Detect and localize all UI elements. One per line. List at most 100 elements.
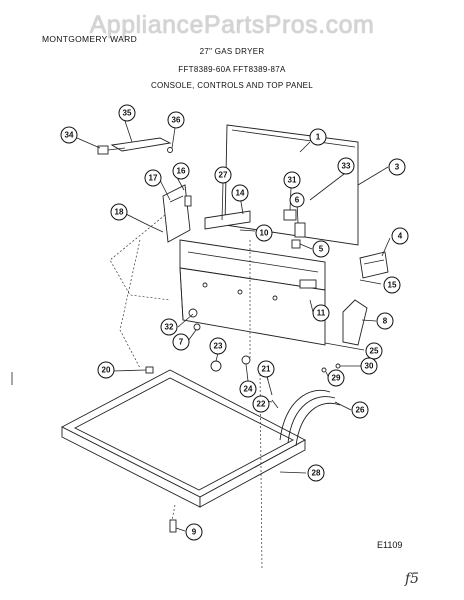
callout-16: 16	[172, 162, 190, 180]
part-23	[210, 360, 222, 372]
figure-code: E1109	[377, 540, 403, 550]
svg-text:33: 33	[342, 162, 351, 171]
clip-part-16	[184, 195, 192, 207]
svg-text:10: 10	[260, 229, 269, 238]
part-22	[271, 399, 279, 409]
callout-11: 11	[312, 304, 330, 322]
timer-part-4	[359, 251, 389, 279]
leader-33	[309, 173, 345, 201]
handwritten-note: f5	[405, 571, 420, 587]
callout-17: 17	[144, 169, 162, 187]
svg-text:28: 28	[312, 469, 321, 478]
top-panel-part-28	[61, 369, 306, 498]
callout-32: 32	[160, 318, 178, 336]
screw-part-36	[167, 147, 173, 153]
header-model: 27" GAS DRYER	[199, 47, 265, 56]
part-24	[241, 355, 251, 365]
leader-9	[175, 527, 186, 532]
control-bracket-part-27	[204, 210, 251, 230]
svg-text:36: 36	[172, 116, 181, 125]
svg-text:24: 24	[244, 385, 253, 394]
callout-21: 21	[257, 360, 275, 378]
callout-4: 4	[391, 227, 409, 245]
knob-part-34	[97, 145, 109, 155]
wire-18	[149, 225, 164, 233]
svg-text:17: 17	[149, 174, 158, 183]
console-hole-3	[272, 295, 278, 301]
svg-text:15: 15	[388, 281, 397, 290]
top-panel-side-lip	[199, 439, 306, 508]
svg-text:4: 4	[398, 232, 403, 241]
callout-27: 27	[214, 166, 232, 184]
leader-34	[76, 137, 101, 149]
bracket-part-35	[110, 137, 172, 152]
callout-15: 15	[383, 276, 401, 294]
end-cap-part-8	[342, 299, 368, 346]
callout-7: 7	[172, 333, 190, 351]
timer-detail	[363, 259, 385, 265]
callout-34: 34	[60, 126, 78, 144]
callout-14: 14	[231, 184, 249, 202]
callout-28: 28	[307, 464, 325, 482]
callout-23: 23	[209, 337, 227, 355]
svg-text:18: 18	[115, 208, 124, 217]
callout-33: 33	[337, 157, 355, 175]
callout-18: 18	[110, 203, 128, 221]
header-section-title: CONSOLE, CONTROLS AND TOP PANEL	[150, 81, 314, 90]
svg-text:35: 35	[123, 109, 132, 118]
callout-35: 35	[118, 104, 136, 122]
svg-text:20: 20	[102, 366, 111, 375]
callout-5: 5	[312, 240, 330, 258]
svg-text:27: 27	[219, 171, 228, 180]
leader-28	[279, 471, 307, 474]
harness-wire-1	[279, 390, 331, 441]
assembly-line-1	[109, 214, 171, 301]
console-hole-2	[237, 289, 243, 295]
callout-3: 3	[388, 158, 406, 176]
svg-text:21: 21	[262, 365, 271, 374]
leader-8	[361, 319, 377, 322]
bracket-connector	[107, 147, 126, 151]
clip-part-20	[145, 366, 154, 374]
leader-7	[187, 329, 197, 342]
callout-22: 22	[252, 395, 270, 413]
leader-17	[159, 179, 171, 201]
leader-27	[221, 182, 224, 221]
callout-36: 36	[167, 111, 185, 129]
svg-text:16: 16	[177, 167, 186, 176]
callout-31: 31	[283, 171, 301, 189]
svg-text:23: 23	[214, 342, 223, 351]
svg-text:31: 31	[288, 176, 297, 185]
svg-text:6: 6	[295, 196, 300, 205]
svg-text:25: 25	[370, 347, 379, 356]
leader-35	[124, 120, 133, 143]
brand-label: MONTGOMERY WARD	[42, 34, 138, 44]
svg-text:22: 22	[257, 400, 266, 409]
leader-15	[359, 279, 382, 285]
svg-text:32: 32	[165, 323, 174, 332]
callout-30: 30	[360, 357, 378, 375]
header-part-numbers: FFT8389-60A FFT8389-87A	[178, 65, 286, 74]
callout-24: 24	[239, 380, 257, 398]
leader-11	[309, 299, 314, 313]
callout-25: 25	[365, 342, 383, 360]
svg-text:26: 26	[356, 406, 365, 415]
switch-part-31	[283, 209, 297, 221]
watermark: AppliancePartsPros.com	[89, 11, 375, 39]
leader-36	[171, 127, 176, 149]
svg-text:34: 34	[65, 131, 74, 140]
svg-text:11: 11	[317, 309, 326, 318]
leader-20	[112, 369, 147, 372]
callout-26: 26	[351, 401, 369, 419]
svg-text:29: 29	[332, 374, 341, 383]
part-9	[169, 519, 177, 533]
callout-1: 1	[309, 128, 327, 146]
rear-panel-edge	[231, 129, 356, 148]
leader-4	[381, 237, 391, 257]
svg-text:9: 9	[192, 528, 197, 537]
leader-10	[239, 229, 256, 232]
leader-3	[357, 166, 389, 186]
svg-text:5: 5	[319, 245, 324, 254]
